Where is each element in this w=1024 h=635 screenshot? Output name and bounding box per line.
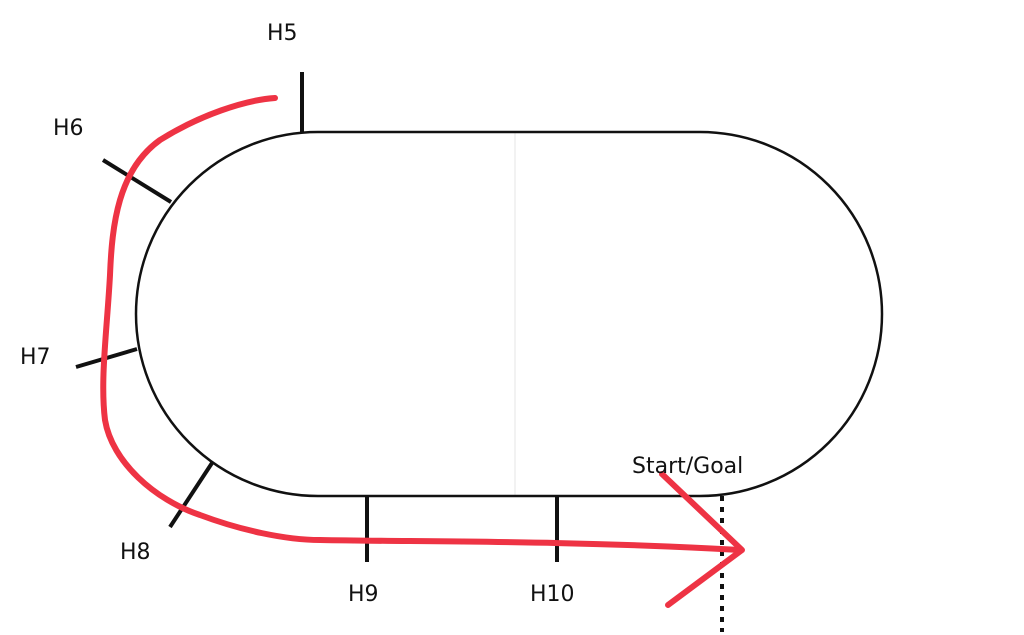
marker-h6-tick <box>101 158 173 204</box>
marker-h7-label: H7 <box>20 345 51 370</box>
start-goal-label: Start/Goal <box>632 454 743 479</box>
marker-h6-label: H6 <box>53 116 84 141</box>
marker-h9-label: H9 <box>348 582 379 607</box>
route-arrow <box>100 95 743 553</box>
marker-h10-label: H10 <box>530 582 575 607</box>
route-arrowhead <box>659 471 745 608</box>
marker-h8-label: H8 <box>120 540 151 565</box>
marker-h8-tick <box>168 461 214 529</box>
marker-h5-label: H5 <box>267 21 298 46</box>
oval-track <box>134 130 884 498</box>
